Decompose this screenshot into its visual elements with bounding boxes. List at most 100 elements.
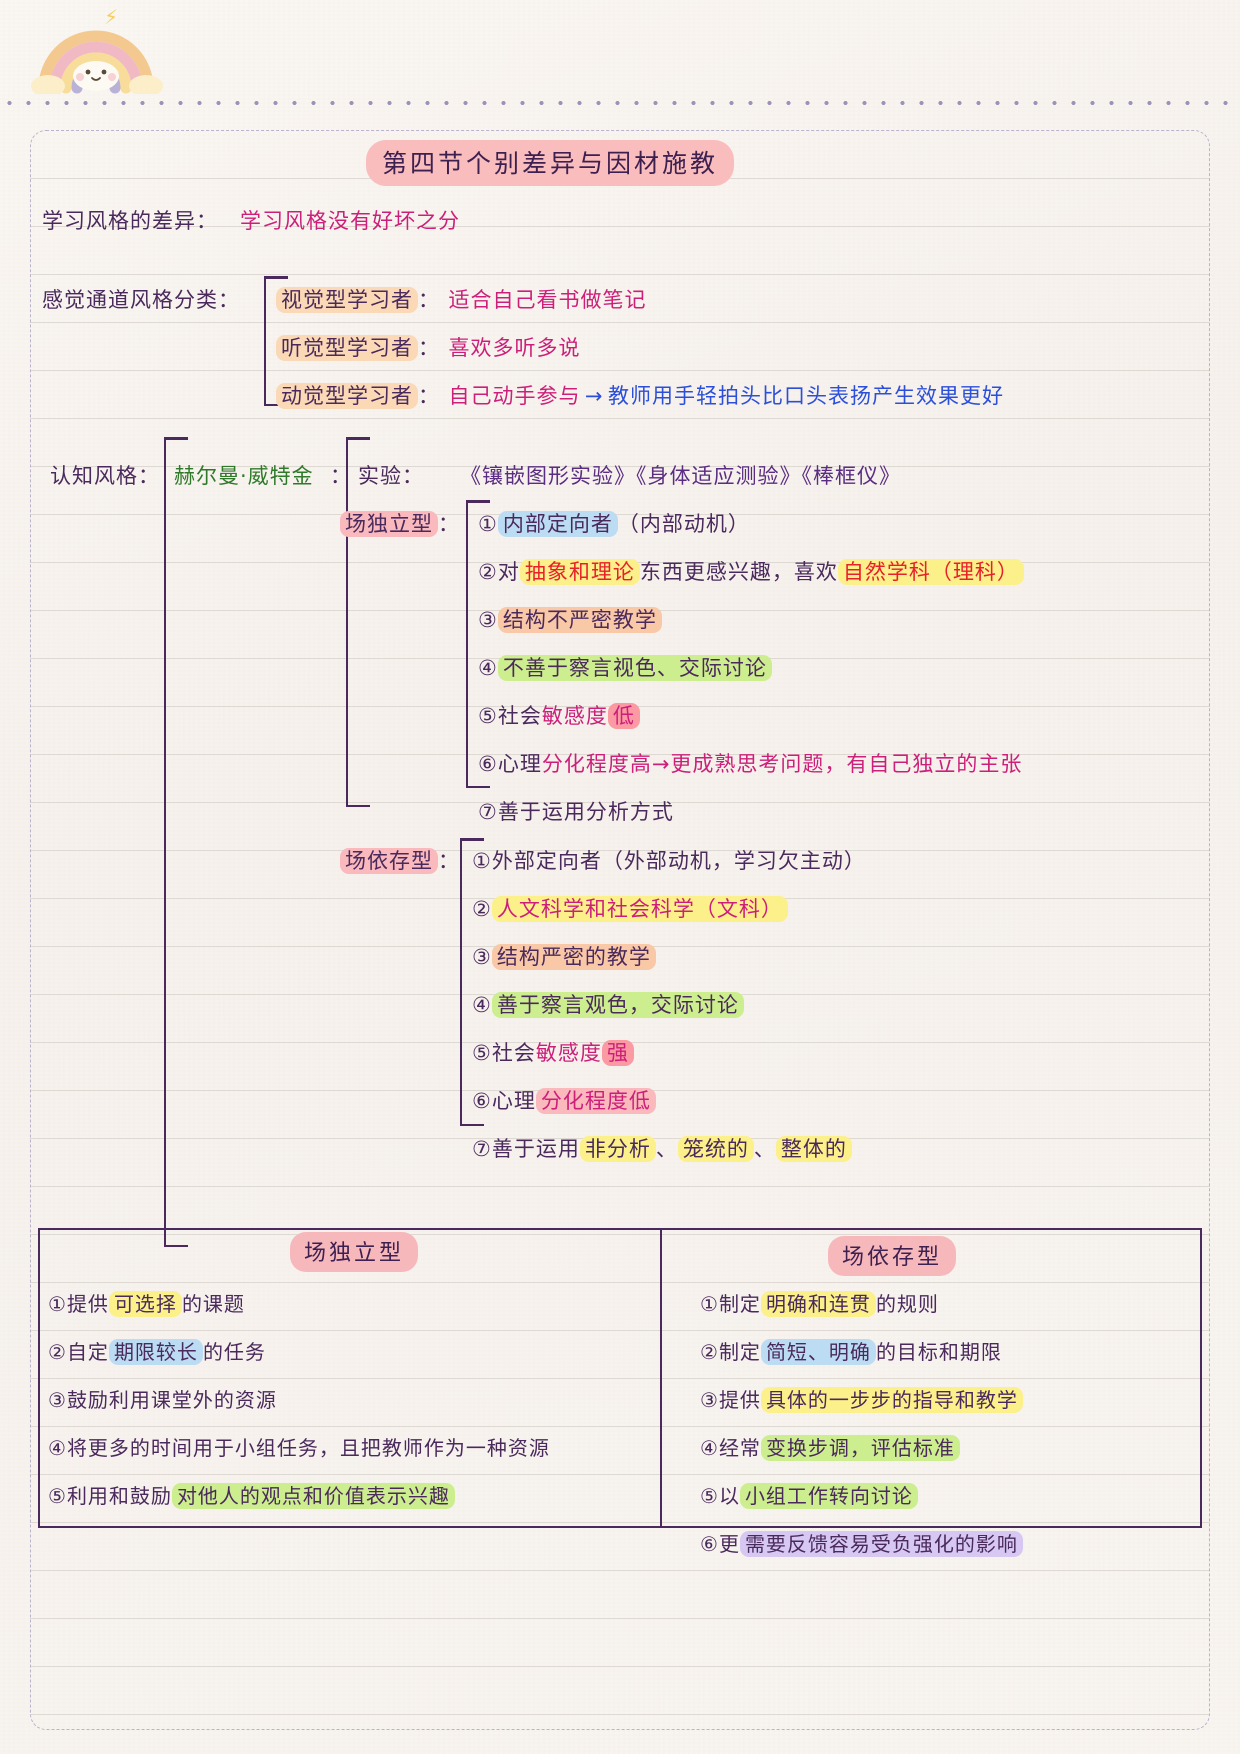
list-item: ⑥心理分化程度高→更成熟思考问题，有自己独立的主张 bbox=[478, 748, 1022, 778]
text-run: 自然学科（理科） bbox=[837, 559, 1024, 585]
table-row: ⑤利用和鼓励对他人的观点和价值表示兴趣 bbox=[48, 1480, 455, 1509]
row-number: ④ bbox=[700, 1436, 719, 1460]
visual-learner-desc: 适合自己看书做笔记 bbox=[448, 288, 647, 312]
item-number: ④ bbox=[472, 993, 492, 1017]
table-row: ④将更多的时间用于小组任务，且把教师作为一种资源 bbox=[48, 1432, 550, 1461]
item-number: ① bbox=[478, 512, 498, 536]
item-number: ③ bbox=[478, 608, 498, 632]
text-run: 社会 bbox=[491, 1041, 536, 1065]
text-run: 心理 bbox=[491, 1089, 536, 1113]
text-run: 善于运用分析方式 bbox=[497, 800, 674, 824]
text-run: 分化程度低 bbox=[535, 1088, 656, 1114]
auditory-learner-desc: 喜欢多听多说 bbox=[448, 336, 581, 360]
item-number: ③ bbox=[472, 945, 492, 969]
text-run: → bbox=[651, 752, 671, 776]
item-number: ⑥ bbox=[472, 1089, 492, 1113]
kinesthetic-learner-desc: 自己动手参与 bbox=[448, 384, 581, 408]
list-item: ⑥心理分化程度低 bbox=[472, 1085, 656, 1115]
text-run: 更成熟思考问题，有自己独立的主张 bbox=[670, 752, 1023, 776]
sensory-channel-label: 感觉通道风格分类： bbox=[42, 288, 240, 312]
auditory-learner-type: 听觉型学习者 bbox=[276, 335, 418, 361]
table-row: ③鼓励利用课堂外的资源 bbox=[48, 1384, 277, 1413]
experiment-label: 实验： bbox=[358, 464, 424, 488]
text-run: 社会 bbox=[497, 704, 542, 728]
text-run: 敏感度 bbox=[535, 1041, 602, 1065]
visual-learner-type: 视觉型学习者 bbox=[276, 287, 418, 313]
comparison-right-header: 场依存型 bbox=[828, 1236, 957, 1276]
list-item: ⑤社会敏感度强 bbox=[472, 1037, 634, 1067]
field-independent-name-wrap: 场独立型： bbox=[340, 508, 460, 538]
row-number: ⑤ bbox=[700, 1484, 719, 1508]
item-number: ⑦ bbox=[478, 800, 498, 824]
item-number: ⑦ bbox=[472, 1137, 492, 1161]
rainbow-icon bbox=[30, 14, 170, 97]
text-run: 的课题 bbox=[181, 1292, 245, 1316]
text-run: 内部定向者 bbox=[497, 511, 618, 537]
row-number: ③ bbox=[48, 1388, 67, 1412]
comparison-left-header: 场独立型 bbox=[290, 1232, 419, 1272]
text-run: 低 bbox=[607, 703, 640, 729]
text-run: 、 bbox=[655, 1137, 678, 1161]
row-number: ④ bbox=[48, 1436, 67, 1460]
table-row: ①制定明确和连贯的规则 bbox=[700, 1288, 939, 1317]
experiment-bracket bbox=[346, 437, 370, 807]
sensory-item-kinesthetic: 动觉型学习者： 自己动手参与 → 教师用手轻拍头比口头表扬产生效果更好 bbox=[276, 380, 1004, 410]
text-run: 对 bbox=[497, 560, 520, 584]
note-sheet bbox=[30, 130, 1210, 1730]
text-run: 敏感度 bbox=[541, 704, 608, 728]
text-run: 变换步调，评估标准 bbox=[760, 1435, 960, 1461]
row-number: ② bbox=[48, 1340, 67, 1364]
item-number: ⑥ bbox=[478, 752, 498, 776]
text-run: 简短、明确 bbox=[760, 1339, 876, 1365]
field-dependent-name-wrap: 场依存型： bbox=[340, 845, 460, 875]
scholar-sep: ： bbox=[330, 464, 352, 488]
text-run: 、 bbox=[753, 1137, 776, 1161]
text-run: 强 bbox=[601, 1040, 634, 1066]
text-run: 人文科学和社会科学（文科） bbox=[491, 896, 788, 922]
text-run: 分化程度高 bbox=[541, 752, 652, 776]
text-run: 抽象和理论 bbox=[519, 559, 640, 585]
text-run: 整体的 bbox=[775, 1136, 852, 1162]
text-run: 对他人的观点和价值表示兴趣 bbox=[171, 1483, 455, 1509]
item-number: ① bbox=[472, 849, 492, 873]
text-run: 以 bbox=[718, 1484, 740, 1508]
list-item: ⑦善于运用分析方式 bbox=[478, 796, 674, 826]
text-run: 制定 bbox=[718, 1340, 761, 1364]
text-run: 制定 bbox=[718, 1292, 761, 1316]
list-item: ②对抽象和理论东西更感兴趣，喜欢自然学科（理科） bbox=[478, 556, 1024, 586]
field-independent-name: 场独立型 bbox=[340, 511, 438, 537]
table-row: ③提供具体的一步步的指导和教学 bbox=[700, 1384, 1023, 1413]
text-run: 善于察言观色，交际讨论 bbox=[491, 992, 744, 1018]
field-dependent-name: 场依存型 bbox=[340, 848, 438, 874]
text-run: 东西更感兴趣，喜欢 bbox=[639, 560, 838, 584]
text-run: 结构严密的教学 bbox=[491, 944, 656, 970]
comparison-table-divider bbox=[660, 1228, 662, 1528]
text-run: 利用和鼓励 bbox=[66, 1484, 172, 1508]
text-run: 的任务 bbox=[202, 1340, 266, 1364]
cognitive-style-label: 认知风格： bbox=[50, 464, 160, 488]
kinesthetic-learner-type: 动觉型学习者 bbox=[276, 383, 418, 409]
table-row: ④经常变换步调，评估标准 bbox=[700, 1432, 960, 1461]
field-dependent-bracket bbox=[460, 838, 484, 1126]
text-run: 明确和连贯 bbox=[760, 1291, 876, 1317]
item-number: ② bbox=[478, 560, 498, 584]
row-number: ② bbox=[700, 1340, 719, 1364]
sensory-item-auditory: 听觉型学习者： 喜欢多听多说 bbox=[276, 332, 580, 362]
item-number: ④ bbox=[478, 656, 498, 680]
kinesthetic-learner-desc2: 教师用手轻拍头比口头表扬产生效果更好 bbox=[607, 384, 1004, 408]
kinesthetic-arrow: → bbox=[584, 384, 604, 408]
sensory-item-visual: 视觉型学习者： 适合自己看书做笔记 bbox=[276, 284, 646, 314]
text-run: 需要反馈容易受负强化的影响 bbox=[739, 1531, 1023, 1557]
learning-style-value: 学习风格没有好坏之分 bbox=[240, 209, 460, 233]
field-independent-bracket bbox=[466, 500, 490, 788]
comparison-table bbox=[38, 1228, 1202, 1528]
item-number: ⑤ bbox=[478, 704, 498, 728]
learning-style-label: 学习风格的差异： bbox=[42, 209, 218, 233]
text-run: 经常 bbox=[718, 1436, 761, 1460]
